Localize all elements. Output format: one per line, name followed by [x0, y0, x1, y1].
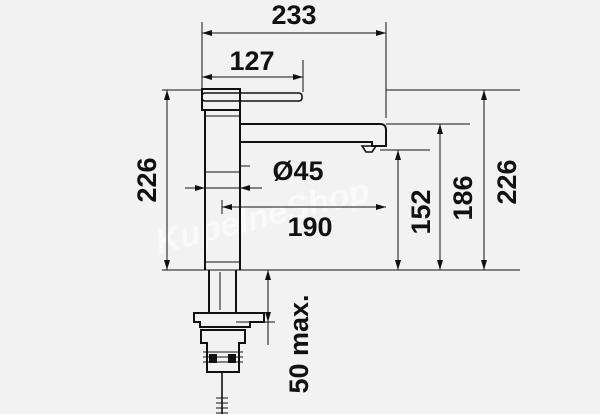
faucet-outline	[193, 88, 387, 414]
dimension-186: 186	[448, 175, 478, 220]
mounting-plate	[193, 312, 265, 328]
dimension-lines	[164, 30, 487, 345]
dimension-127: 127	[229, 46, 274, 76]
nut-block-right	[228, 354, 236, 363]
nut-block-left	[209, 354, 217, 363]
dimension-233: 233	[271, 0, 316, 30]
fixing-nut	[200, 329, 246, 373]
faucet-body	[204, 110, 241, 270]
dimension-50-max: 50 max.	[284, 294, 314, 393]
dimension-226-right: 226	[492, 159, 522, 204]
spout-aerator	[360, 145, 378, 153]
dimension-190: 190	[287, 212, 332, 242]
extension-lines	[162, 22, 520, 323]
dimension-152: 152	[406, 189, 436, 234]
dimension-diameter-45: Ø45	[272, 156, 323, 186]
shank	[208, 270, 237, 312]
dimension-226-left: 226	[132, 157, 162, 202]
spout	[240, 123, 387, 147]
rod-thread	[216, 397, 228, 414]
